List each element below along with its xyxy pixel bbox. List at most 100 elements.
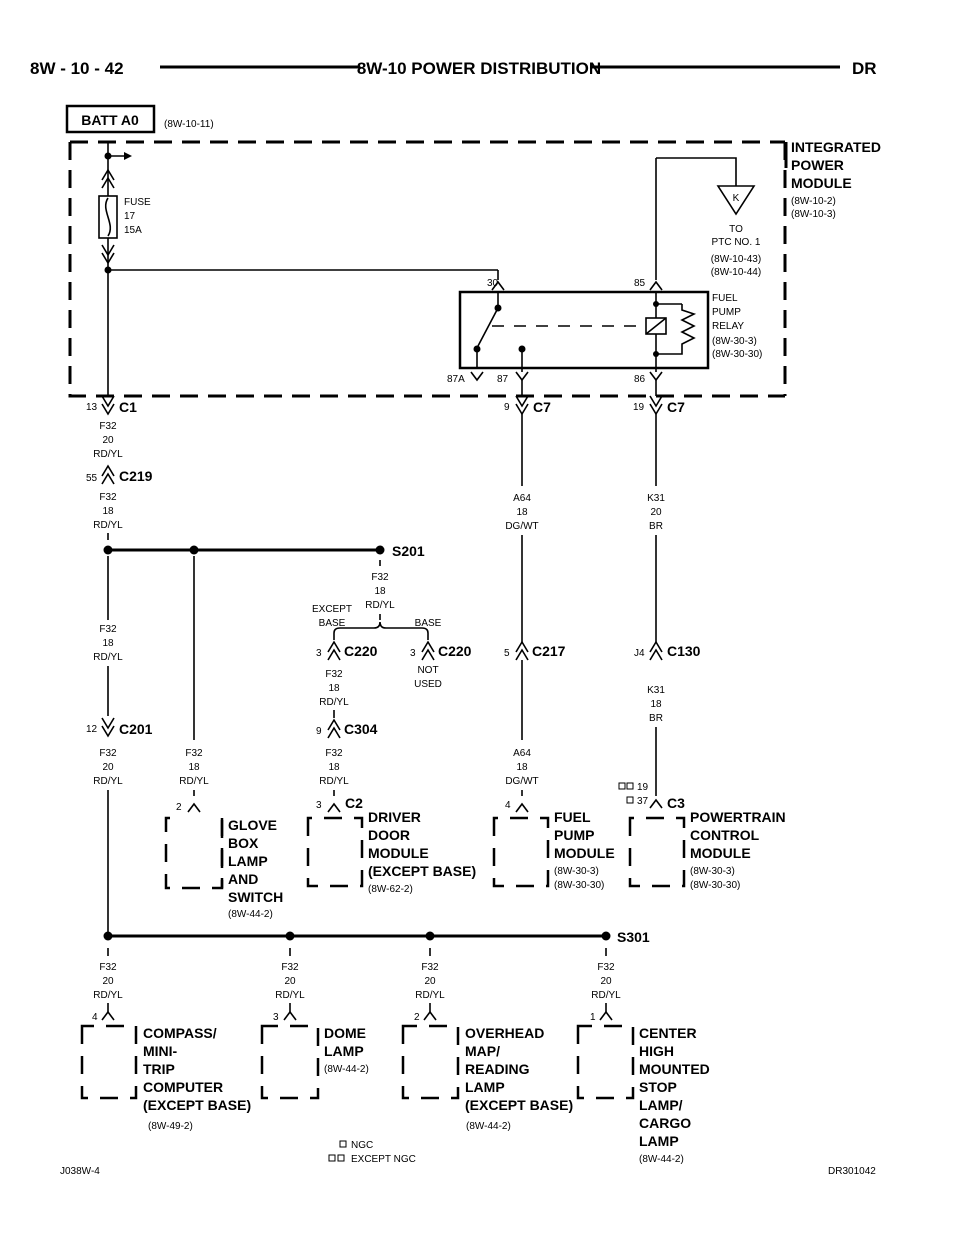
ptc-ref-2: (8W-10-44) bbox=[711, 267, 761, 278]
relay-pin-87a: 87A bbox=[447, 374, 465, 385]
w-b2-color: RD/YL bbox=[275, 990, 305, 1001]
connector-c304: 9 C304 F32 18 RD/YL bbox=[316, 718, 378, 796]
w-glove-circuit: F32 bbox=[185, 748, 203, 759]
branch-chmsl: F32 20 RD/YL 1 bbox=[590, 948, 621, 1023]
w-k31b-color: BR bbox=[649, 713, 663, 724]
ipm-title-1: INTEGRATED bbox=[791, 139, 881, 155]
c1-name: C1 bbox=[119, 399, 137, 415]
not-used-1: NOT bbox=[417, 665, 438, 676]
batt-ref: (8W-10-11) bbox=[164, 119, 214, 130]
chmsl-name-6: CARGO bbox=[639, 1115, 691, 1131]
compass-name-2: MINI- bbox=[143, 1043, 178, 1059]
branch-dome: F32 20 RD/YL 3 bbox=[273, 948, 305, 1023]
c130-name: C130 bbox=[667, 643, 701, 659]
connector-c219: 55 C219 F32 18 RD/YL bbox=[86, 464, 153, 540]
c220b-pin: 3 bbox=[410, 648, 416, 659]
legend: NGC EXCEPT NGC bbox=[328, 1140, 416, 1165]
w-b2-gauge: 20 bbox=[284, 976, 296, 987]
c220a-name: C220 bbox=[344, 643, 378, 659]
overhead-pin: 2 bbox=[414, 1012, 420, 1023]
w-c219-circuit: F32 bbox=[99, 492, 117, 503]
dome-name-2: LAMP bbox=[324, 1043, 364, 1059]
chmsl-name-4: STOP bbox=[639, 1079, 677, 1095]
driver-name-3: MODULE bbox=[368, 845, 429, 861]
w-glove-gauge: 18 bbox=[188, 762, 200, 773]
relay-ref-1: (8W-30-3) bbox=[712, 336, 757, 347]
relay-pin-85: 85 bbox=[634, 278, 646, 289]
c304-name: C304 bbox=[344, 721, 378, 737]
w-c201-circuit: F32 bbox=[99, 748, 117, 759]
splice-s301: S301 bbox=[103, 929, 650, 945]
w-c304-color: RD/YL bbox=[319, 776, 349, 787]
w-b3-color: RD/YL bbox=[415, 990, 445, 1001]
w-a64b-color: DG/WT bbox=[505, 776, 538, 787]
driver-ref: (8W-62-2) bbox=[368, 884, 413, 895]
component-overhead-map-lamp: OVERHEAD MAP/ READING LAMP (EXCEPT BASE)… bbox=[401, 1024, 573, 1132]
wire-a64: A64 18 DG/WT bbox=[505, 414, 539, 642]
relay-name-2: PUMP bbox=[712, 307, 741, 318]
component-powertrain-control-module: 19 37 C3 POWERTRAIN CONTROL MODULE (8W-3… bbox=[618, 782, 786, 891]
w-b4-circuit: F32 bbox=[597, 962, 615, 973]
ptc-ref-1: (8W-10-43) bbox=[711, 254, 761, 265]
c201-pin: 12 bbox=[86, 724, 98, 735]
compass-name-4: COMPUTER bbox=[143, 1079, 223, 1095]
w-c1-color: RD/YL bbox=[93, 449, 123, 460]
chmsl-name-2: HIGH bbox=[639, 1043, 674, 1059]
pcm-ref-2: (8W-30-30) bbox=[690, 880, 740, 891]
driver-name-4: (EXCEPT BASE) bbox=[368, 863, 476, 879]
c7a-pin: 9 bbox=[504, 402, 510, 413]
driver-name-2: DOOR bbox=[368, 827, 410, 843]
relay-name-1: FUEL bbox=[712, 293, 738, 304]
c7a-name: C7 bbox=[533, 399, 551, 415]
relay-ref-2: (8W-30-30) bbox=[712, 349, 762, 360]
s301-name: S301 bbox=[617, 929, 650, 945]
w-glove-color: RD/YL bbox=[179, 776, 209, 787]
pcm-name-3: MODULE bbox=[690, 845, 751, 861]
branch-overhead: F32 20 RD/YL 2 bbox=[414, 948, 445, 1023]
not-used-2: USED bbox=[414, 679, 442, 690]
overhead-name-5: (EXCEPT BASE) bbox=[465, 1097, 573, 1113]
c3-pin-37: 37 bbox=[637, 796, 649, 807]
overhead-name-1: OVERHEAD bbox=[465, 1025, 544, 1041]
w-c201-gauge: 20 bbox=[102, 762, 114, 773]
compass-ref: (8W-49-2) bbox=[148, 1121, 193, 1132]
w-k31b-gauge: 18 bbox=[650, 699, 662, 710]
ptc-to: TO bbox=[729, 224, 743, 235]
ptc-k-label: K bbox=[733, 193, 740, 204]
c3-name: C3 bbox=[667, 795, 685, 811]
wire-c1-c219: F32 20 RD/YL bbox=[93, 421, 123, 460]
w-left-gauge: 18 bbox=[102, 638, 114, 649]
fuse-17: FUSE 17 15A bbox=[98, 142, 499, 395]
w-left-color: RD/YL bbox=[93, 652, 123, 663]
driver-name-1: DRIVER bbox=[368, 809, 421, 825]
ptc-target: PTC NO. 1 bbox=[712, 237, 761, 248]
wire-k31: K31 20 BR bbox=[647, 414, 665, 642]
connector-c217: 5 C217 A64 18 DG/WT bbox=[504, 640, 566, 796]
ipm-label: INTEGRATED POWER MODULE (8W-10-2) (8W-10… bbox=[784, 139, 881, 220]
wire-s201-c201: F32 18 RD/YL bbox=[93, 556, 123, 716]
fuse-rating: 15A bbox=[124, 225, 142, 236]
relay-name-3: RELAY bbox=[712, 321, 744, 332]
compass-name-5: (EXCEPT BASE) bbox=[143, 1097, 251, 1113]
w-k31a-circuit: K31 bbox=[647, 493, 665, 504]
fuelpump-name-1: FUEL bbox=[554, 809, 591, 825]
w-left-circuit: F32 bbox=[99, 624, 117, 635]
w-c304-circuit: F32 bbox=[325, 748, 343, 759]
overhead-name-3: READING bbox=[465, 1061, 530, 1077]
chmsl-name-5: LAMP/ bbox=[639, 1097, 683, 1113]
w-a64a-gauge: 18 bbox=[516, 507, 528, 518]
except-base-1: EXCEPT bbox=[312, 604, 352, 615]
footer-left: J038W-4 bbox=[60, 1166, 100, 1177]
connector-c220-except-base: 3 C220 F32 18 RD/YL bbox=[316, 640, 378, 718]
glove-name-4: AND bbox=[228, 871, 258, 887]
page-title: 8W-10 POWER DISTRIBUTION bbox=[357, 59, 601, 78]
w-s201-color: RD/YL bbox=[365, 600, 395, 611]
w-b1-color: RD/YL bbox=[93, 990, 123, 1001]
c1-pin: 13 bbox=[86, 402, 98, 413]
pcm-ref-1: (8W-30-3) bbox=[690, 866, 735, 877]
page-header: 8W - 10 - 42 8W-10 POWER DISTRIBUTION DR bbox=[30, 59, 877, 78]
relay-pin-86: 86 bbox=[634, 374, 646, 385]
component-compass-mini-trip: COMPASS/ MINI- TRIP COMPUTER (EXCEPT BAS… bbox=[80, 1024, 251, 1132]
fuelpump-ref-2: (8W-30-30) bbox=[554, 880, 604, 891]
c7b-name: C7 bbox=[667, 399, 685, 415]
